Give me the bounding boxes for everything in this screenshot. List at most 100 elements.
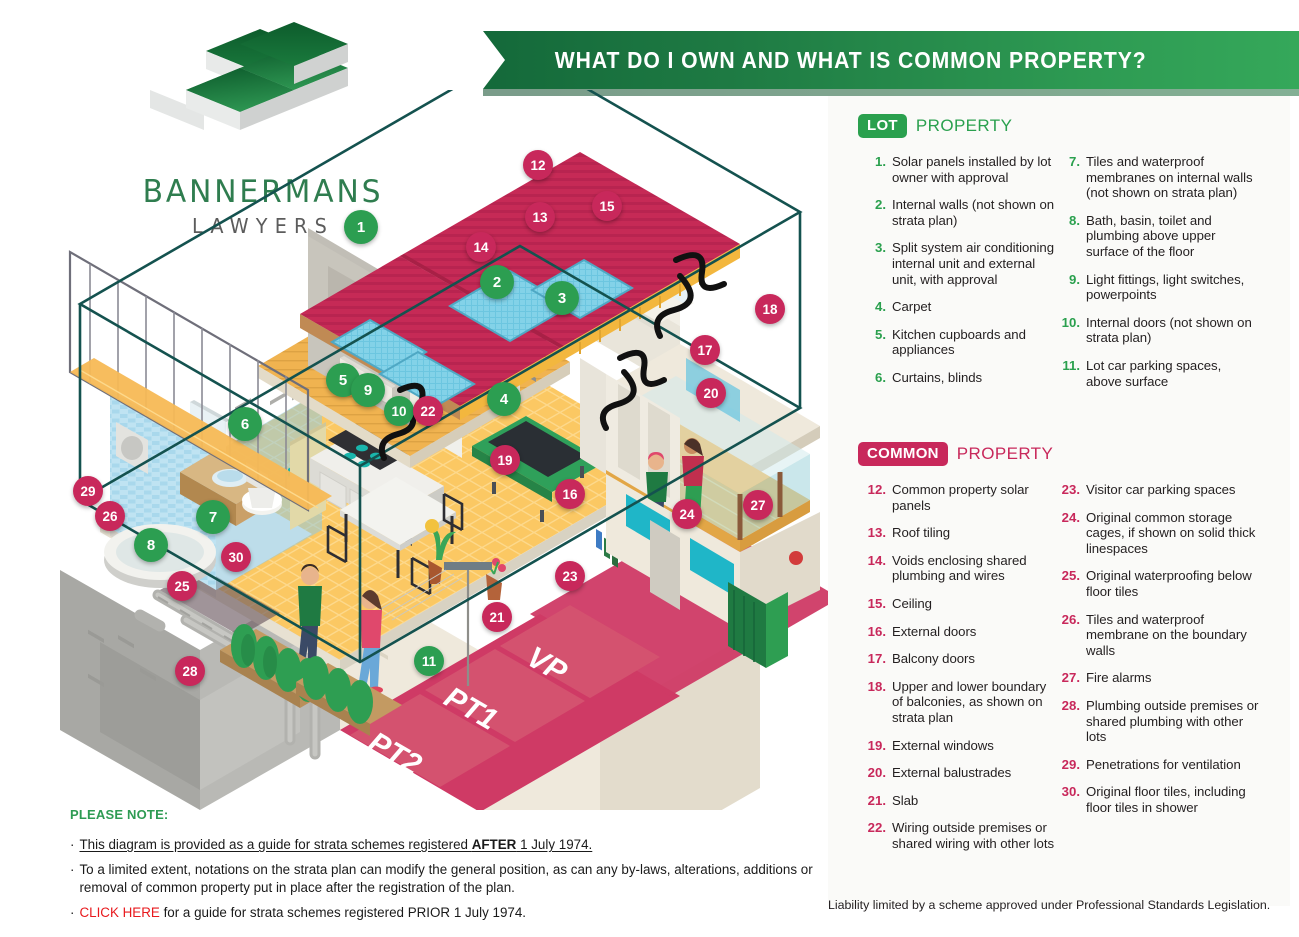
map-marker-26[interactable]: 26 bbox=[95, 501, 125, 531]
legend-item: 9. Light fittings, light switches, powerp… bbox=[1060, 272, 1260, 303]
legend-item-number: 6. bbox=[875, 369, 886, 385]
map-marker-25[interactable]: 25 bbox=[167, 571, 197, 601]
legend-item: 27.Fire alarms bbox=[1060, 670, 1265, 686]
legend-item: 10. Internal doors (not shown on strata p… bbox=[1060, 315, 1260, 346]
map-marker-16[interactable]: 16 bbox=[555, 479, 585, 509]
legend-item-number: 20. bbox=[867, 765, 886, 781]
legend-item-text: Bath, basin, toilet and plumbing above u… bbox=[1086, 212, 1216, 259]
map-marker-6[interactable]: 6 bbox=[228, 407, 262, 441]
legend-item-text: Balcony doors bbox=[892, 651, 975, 667]
map-marker-8[interactable]: 8 bbox=[134, 528, 168, 562]
legend-item: 19.External windows bbox=[866, 738, 1056, 754]
legend-item-number: 15. bbox=[867, 595, 886, 611]
legend-item-number: 29. bbox=[1061, 756, 1080, 772]
map-marker-12[interactable]: 12 bbox=[523, 150, 553, 180]
legend-item-text: Lot car parking spaces, above surface bbox=[1086, 357, 1222, 389]
lot-section-header: LOT PROPERTY bbox=[858, 114, 1012, 138]
legend-item-text: Voids enclosing shared plumbing and wire… bbox=[892, 552, 1027, 584]
legend-item-text: Light fittings, light switches, powerpoi… bbox=[1086, 271, 1245, 303]
legend-item: 21. Slab bbox=[866, 793, 1056, 809]
map-marker-24[interactable]: 24 bbox=[672, 499, 702, 529]
common-section-header: COMMON PROPERTY bbox=[858, 442, 1053, 466]
note-text: This diagram is provided as a guide for … bbox=[79, 837, 593, 852]
liability-statement: Liability limited by a scheme approved u… bbox=[828, 898, 1271, 912]
click-here-link[interactable]: CLICK HERE bbox=[79, 905, 160, 920]
header-banner: WHAT DO I OWN AND WHAT IS COMMON PROPERT… bbox=[483, 31, 1299, 96]
map-marker-21[interactable]: 21 bbox=[482, 602, 512, 632]
legend-item-text: Original floor tiles, including floor ti… bbox=[1086, 784, 1246, 815]
map-marker-2[interactable]: 2 bbox=[480, 265, 514, 299]
legend-item-number: 11. bbox=[1062, 357, 1080, 373]
map-marker-11[interactable]: 11 bbox=[414, 646, 444, 676]
map-marker-7[interactable]: 7 bbox=[196, 500, 230, 534]
legend-item-number: 22. bbox=[867, 820, 886, 836]
note-text: CLICK HERE for a guide for strata scheme… bbox=[79, 905, 527, 920]
legend-item-number: 10. bbox=[1061, 314, 1080, 330]
please-note-title: PLEASE NOTE: bbox=[70, 807, 169, 822]
map-marker-10[interactable]: 10 bbox=[384, 396, 414, 426]
note-bullet: · bbox=[70, 905, 75, 920]
legend-item: 13.Roof tiling bbox=[866, 525, 1056, 541]
note-line: · CLICK HERE for a guide for strata schem… bbox=[70, 904, 840, 922]
legend-item: 12.Common property solar panels bbox=[866, 482, 1056, 513]
legend-item-number: 9. bbox=[1069, 271, 1080, 287]
map-marker-29[interactable]: 29 bbox=[73, 476, 103, 506]
legend-item-text: Split system air conditioning internal u… bbox=[892, 240, 1055, 287]
legend-item: 25.Original waterproofing below floor ti… bbox=[1060, 568, 1265, 599]
legend-item: 26. Tiles and waterproof membrane on the … bbox=[1060, 612, 1265, 659]
note-line: ·To a limited extent, notations on the s… bbox=[70, 861, 840, 897]
legend-item: 18.Upper and lower boundary of balconies… bbox=[866, 679, 1056, 726]
legend-item-text: Tiles and waterproof membrane on the bou… bbox=[1086, 611, 1247, 658]
common-list-column-1: 12.Common property solar panels 13.Roof t… bbox=[866, 482, 1056, 864]
map-marker-20[interactable]: 20 bbox=[696, 378, 726, 408]
map-marker-30[interactable]: 30 bbox=[221, 542, 251, 572]
map-marker-3[interactable]: 3 bbox=[545, 281, 579, 315]
legend-panel: LOT PROPERTY 1.Solar panels installed by… bbox=[828, 96, 1290, 906]
legend-item-text: External balustrades bbox=[892, 765, 1012, 781]
map-marker-15[interactable]: 15 bbox=[592, 191, 622, 221]
map-marker-27[interactable]: 27 bbox=[743, 490, 773, 520]
note-line: · This diagram is provided as a guide for… bbox=[70, 836, 840, 854]
legend-item-text: Penetrations for ventilation bbox=[1086, 756, 1241, 772]
map-marker-1[interactable]: 1 bbox=[344, 210, 378, 244]
person-ground-2 bbox=[355, 590, 383, 694]
legend-item-number: 23. bbox=[1061, 482, 1080, 497]
legend-item-text: Original waterproofing below floor tiles bbox=[1086, 568, 1252, 599]
map-marker-19[interactable]: 19 bbox=[490, 445, 520, 475]
map-marker-18[interactable]: 18 bbox=[755, 294, 785, 324]
lot-list-column-2: 7.Tiles and waterproof membranes on inte… bbox=[1060, 154, 1260, 401]
legend-item: 17.Balcony doors bbox=[866, 651, 1056, 667]
legend-item: 1.Solar panels installed by lot owner wi… bbox=[866, 154, 1056, 185]
legend-item-text: Kitchen cupboards and appliances bbox=[892, 326, 1026, 358]
legend-item-text: Solar panels installed by lot owner with… bbox=[892, 154, 1052, 185]
map-marker-22[interactable]: 22 bbox=[413, 396, 443, 426]
legend-item-text: Internal doors (not shown on strata plan… bbox=[1086, 314, 1252, 346]
isometric-building-illustration: PT2 PT1 VP bbox=[40, 48, 840, 880]
legend-item-text: Internal walls (not shown on strata plan… bbox=[892, 197, 1055, 228]
legend-item: 23.Visitor car parking spaces bbox=[1060, 482, 1265, 498]
map-marker-17[interactable]: 17 bbox=[690, 335, 720, 365]
legend-item: 6.Curtains, blinds bbox=[866, 370, 1056, 386]
map-marker-28[interactable]: 28 bbox=[175, 656, 205, 686]
map-marker-4[interactable]: 4 bbox=[487, 382, 521, 416]
lot-header-label: PROPERTY bbox=[915, 116, 1013, 135]
legend-item-number: 3. bbox=[875, 240, 886, 256]
legend-item: 7.Tiles and waterproof membranes on inte… bbox=[1060, 154, 1260, 201]
legend-item: 8.Bath, basin, toilet and plumbing above… bbox=[1060, 213, 1260, 260]
map-marker-14[interactable]: 14 bbox=[466, 232, 496, 262]
lot-badge: LOT bbox=[858, 114, 907, 138]
legend-item-number: 26. bbox=[1061, 611, 1080, 627]
map-marker-23[interactable]: 23 bbox=[555, 561, 585, 591]
company-logo: BANNERMANS LAWYERS bbox=[118, 22, 408, 238]
note-bullet: · bbox=[70, 837, 75, 852]
map-marker-9[interactable]: 9 bbox=[351, 373, 385, 407]
legend-item-text: Slab bbox=[892, 792, 919, 808]
legend-item: 22.Wiring outside premises or shared wir… bbox=[866, 820, 1056, 851]
banner-shape bbox=[483, 31, 1299, 89]
legend-item: 2.Internal walls (not shown on strata pl… bbox=[866, 197, 1056, 228]
map-marker-13[interactable]: 13 bbox=[525, 202, 555, 232]
common-badge: COMMON bbox=[858, 442, 948, 466]
legend-item-number: 21. bbox=[867, 792, 886, 808]
